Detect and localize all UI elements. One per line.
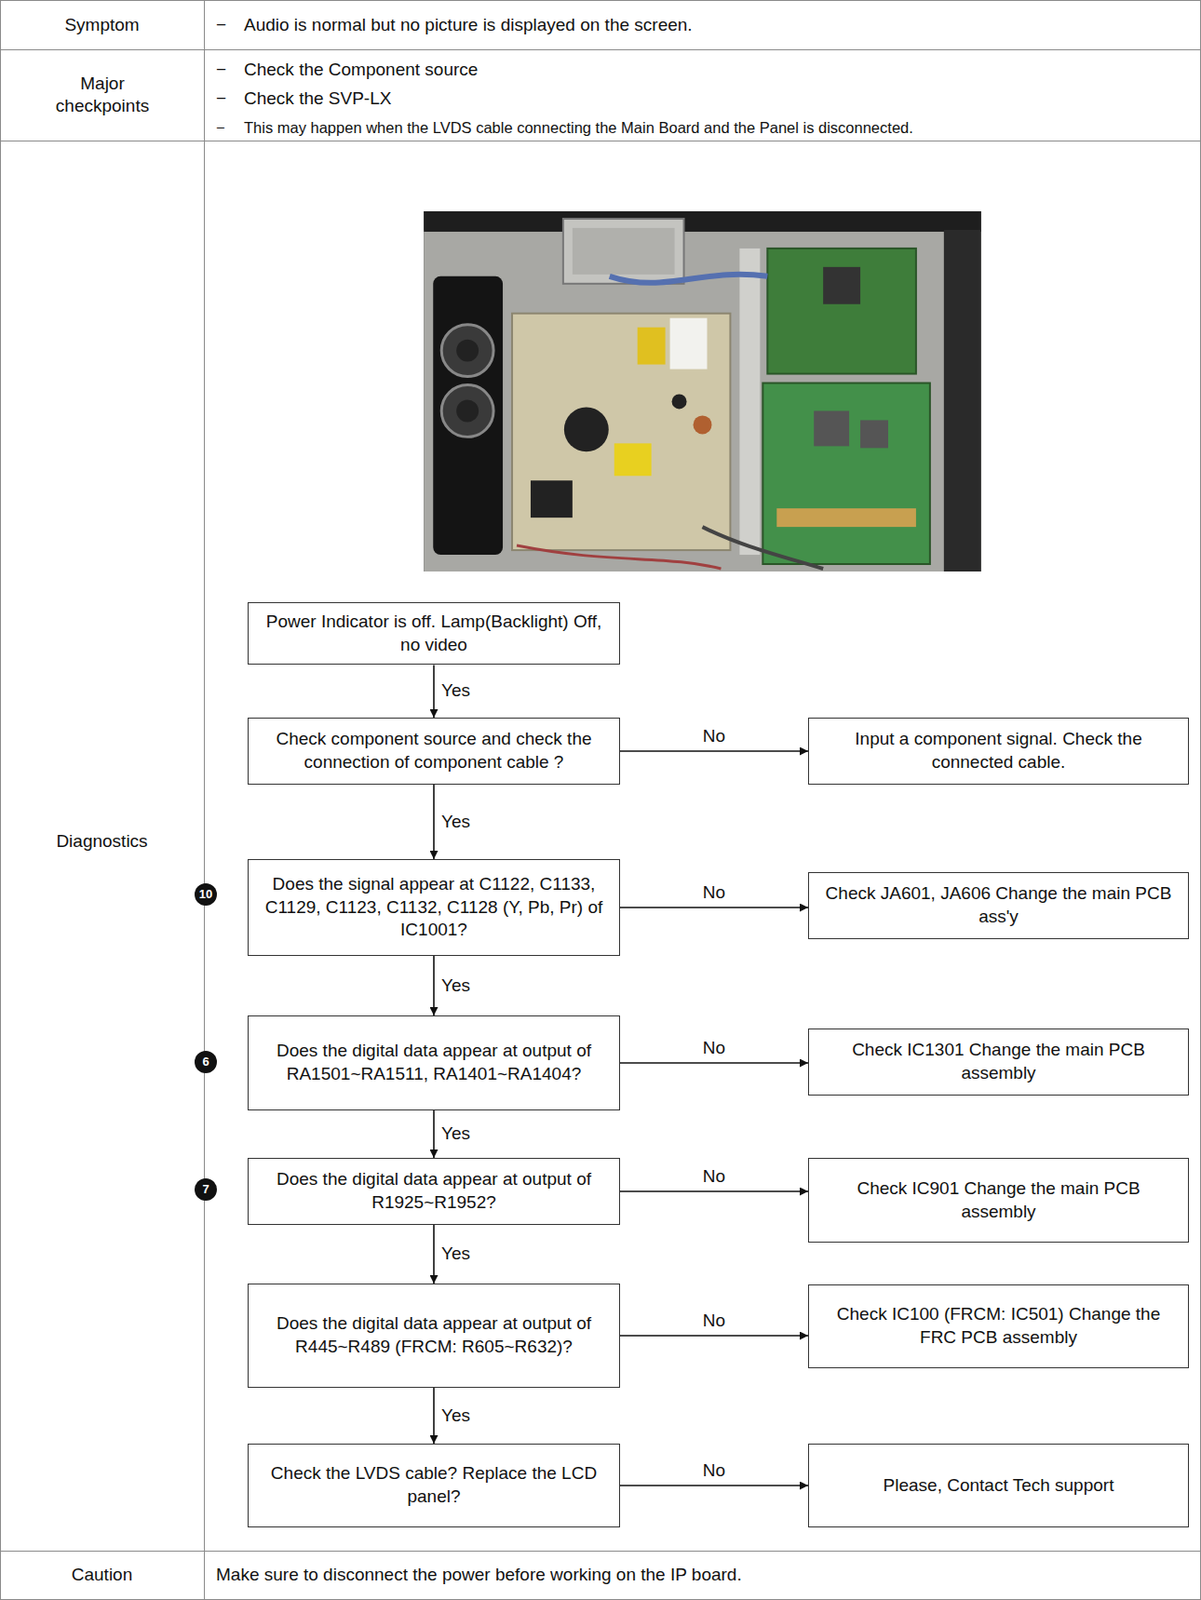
process-box: Check IC100 (FRCM: IC501) Change the FRC…: [808, 1284, 1189, 1369]
tv-internals-photo: [423, 211, 982, 572]
process-box: Please, Contact Tech support: [808, 1443, 1189, 1528]
edge-label: Yes: [439, 1405, 473, 1428]
row-header: Diagnostics: [0, 830, 204, 853]
flow-arrow-right: [620, 1484, 809, 1487]
box-text: Does the signal appear at C1122, C1133, …: [263, 873, 605, 943]
row-header: Caution: [0, 1564, 204, 1587]
edge-label: Yes: [439, 975, 473, 998]
edge-label: No: [701, 726, 728, 748]
flow-arrow-right: [620, 750, 809, 753]
cell-text: Make sure to disconnect the power before…: [215, 1564, 743, 1587]
process-box: Power Indicator is off. Lamp(Backlight) …: [247, 602, 621, 665]
edge-label: Yes: [439, 680, 473, 702]
edge-label: No: [701, 1310, 728, 1333]
flow-arrow-down: [432, 784, 435, 860]
process-box: Check IC1301 Change the main PCB assembl…: [808, 1028, 1189, 1096]
process-box: Check component source and check the con…: [247, 717, 621, 785]
cell-text: Check the SVP-LX: [243, 87, 392, 110]
process-box: Check the LVDS cable? Replace the LCD pa…: [247, 1443, 621, 1528]
flow-arrow-down: [432, 956, 435, 1016]
bullet-dash: −: [215, 58, 227, 81]
flow-arrow-down: [432, 1225, 435, 1284]
cell-text: This may happen when the LVDS cable conn…: [243, 118, 914, 138]
edge-label: Yes: [439, 1123, 473, 1146]
box-text: Does the digital data appear at output o…: [263, 1039, 605, 1086]
flow-arrow-right: [620, 1062, 809, 1065]
process-box: Check JA601, JA606 Change the main PCB a…: [808, 872, 1189, 940]
box-text: Check the LVDS cable? Replace the LCD pa…: [263, 1462, 605, 1509]
box-text: Check IC100 (FRCM: IC501) Change the FRC…: [823, 1303, 1174, 1350]
flow-arrow-right: [620, 1190, 809, 1193]
box-text: Check JA601, JA606 Change the main PCB a…: [823, 882, 1174, 929]
process-box: Input a component signal. Check the conn…: [808, 717, 1189, 785]
flow-arrow-down: [432, 1388, 435, 1444]
callout-number: 7: [194, 1178, 217, 1201]
process-box: Does the digital data appear at output o…: [247, 1283, 621, 1389]
flow-arrow-right: [620, 1335, 809, 1337]
flow-arrow-down: [432, 1110, 435, 1159]
box-text: Check IC901 Change the main PCB assembly: [823, 1177, 1174, 1224]
edge-label: No: [701, 1460, 728, 1483]
box-text: Check IC1301 Change the main PCB assembl…: [823, 1039, 1174, 1085]
box-text: Does the digital data appear at output o…: [263, 1312, 605, 1359]
box-text: Does the digital data appear at output o…: [263, 1168, 605, 1215]
box-text: Input a component signal. Check the conn…: [823, 728, 1174, 774]
bullet-dash: −: [215, 87, 227, 110]
flow-arrow-right: [620, 906, 809, 909]
bullet-dash: −: [215, 13, 227, 37]
callout-number: 10: [194, 883, 217, 906]
edge-label: No: [701, 882, 728, 905]
process-box: Check IC901 Change the main PCB assembly: [808, 1158, 1189, 1243]
process-box: Does the digital data appear at output o…: [247, 1158, 621, 1226]
callout-number: 6: [194, 1051, 217, 1074]
edge-label: No: [701, 1038, 728, 1060]
row-header: Symptom: [0, 13, 204, 37]
cell-text: Check the Component source: [243, 58, 478, 81]
bullet-dash: −: [215, 118, 226, 138]
box-text: Check component source and check the con…: [263, 728, 605, 774]
process-box: Does the signal appear at C1122, C1133, …: [247, 859, 621, 957]
box-text: Please, Contact Tech support: [883, 1474, 1115, 1498]
process-box: Does the digital data appear at output o…: [247, 1015, 621, 1111]
flow-arrow-down: [432, 664, 435, 718]
row-header: Major checkpoints: [41, 72, 163, 118]
edge-label: Yes: [439, 811, 473, 834]
edge-label: Yes: [439, 1243, 473, 1266]
cell-text: Audio is normal but no picture is displa…: [243, 13, 693, 37]
box-text: Power Indicator is off. Lamp(Backlight) …: [263, 610, 605, 657]
edge-label: No: [701, 1166, 728, 1188]
